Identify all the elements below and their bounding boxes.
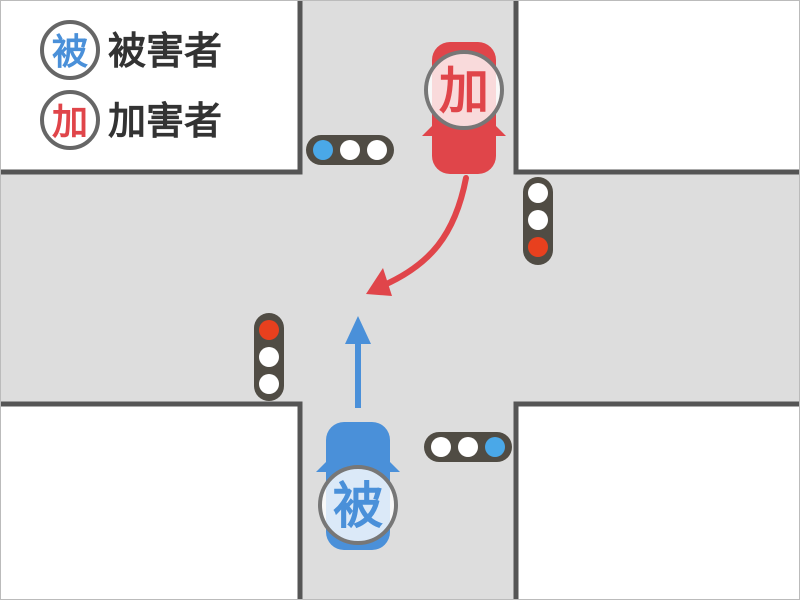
signal-lamp-off — [528, 210, 548, 230]
legend-victim-symbol: 被 — [52, 32, 88, 73]
legend-offender-label: 加害者 — [108, 99, 222, 143]
offender-car: 加 — [422, 42, 506, 174]
victim-car: 被 — [316, 422, 400, 550]
mirror-left — [316, 462, 326, 472]
signal-right — [523, 177, 553, 265]
mirror-left — [422, 126, 432, 136]
legend-offender: 加 加害者 — [40, 90, 222, 150]
curb-top-right — [513, 0, 800, 175]
signal-lamp-red — [259, 320, 279, 340]
legend: 被 被害者 加 加害者 — [40, 20, 222, 150]
signal-top-left — [306, 135, 394, 165]
legend-victim-badge — [40, 20, 100, 80]
signal-lamp-blue — [313, 140, 333, 160]
victim-badge-symbol: 被 — [333, 477, 383, 535]
offender-path-line — [379, 175, 469, 289]
signal-lamp-red — [528, 237, 548, 257]
legend-victim: 被 被害者 — [40, 20, 222, 80]
victim-arrowhead — [345, 316, 371, 344]
signal-lamp-off — [367, 140, 387, 160]
signal-lamp-off — [528, 183, 548, 203]
victim-path-arrow — [345, 316, 371, 408]
signal-lamp-off — [431, 437, 451, 457]
mirror-right — [496, 126, 506, 136]
legend-offender-symbol: 加 — [52, 102, 88, 143]
signal-bottom-right — [424, 432, 512, 462]
signal-lamp-off — [458, 437, 478, 457]
legend-offender-badge — [40, 90, 100, 150]
legend-victim-label: 被害者 — [108, 29, 222, 73]
signal-lamp-off — [259, 347, 279, 367]
offender-badge — [424, 50, 504, 130]
curb-bottom-left — [0, 401, 303, 600]
signal-lamp-blue — [485, 437, 505, 457]
curb-bottom-right — [513, 401, 800, 600]
offender-arrowhead — [366, 268, 392, 296]
signal-lamp-off — [340, 140, 360, 160]
curb-top-left — [0, 0, 303, 175]
mirror-right — [390, 462, 400, 472]
offender-path-arrow — [366, 175, 469, 296]
victim-badge — [318, 465, 398, 545]
signal-lamp-off — [259, 374, 279, 394]
offender-badge-symbol: 加 — [439, 62, 489, 120]
signal-left — [254, 313, 284, 401]
